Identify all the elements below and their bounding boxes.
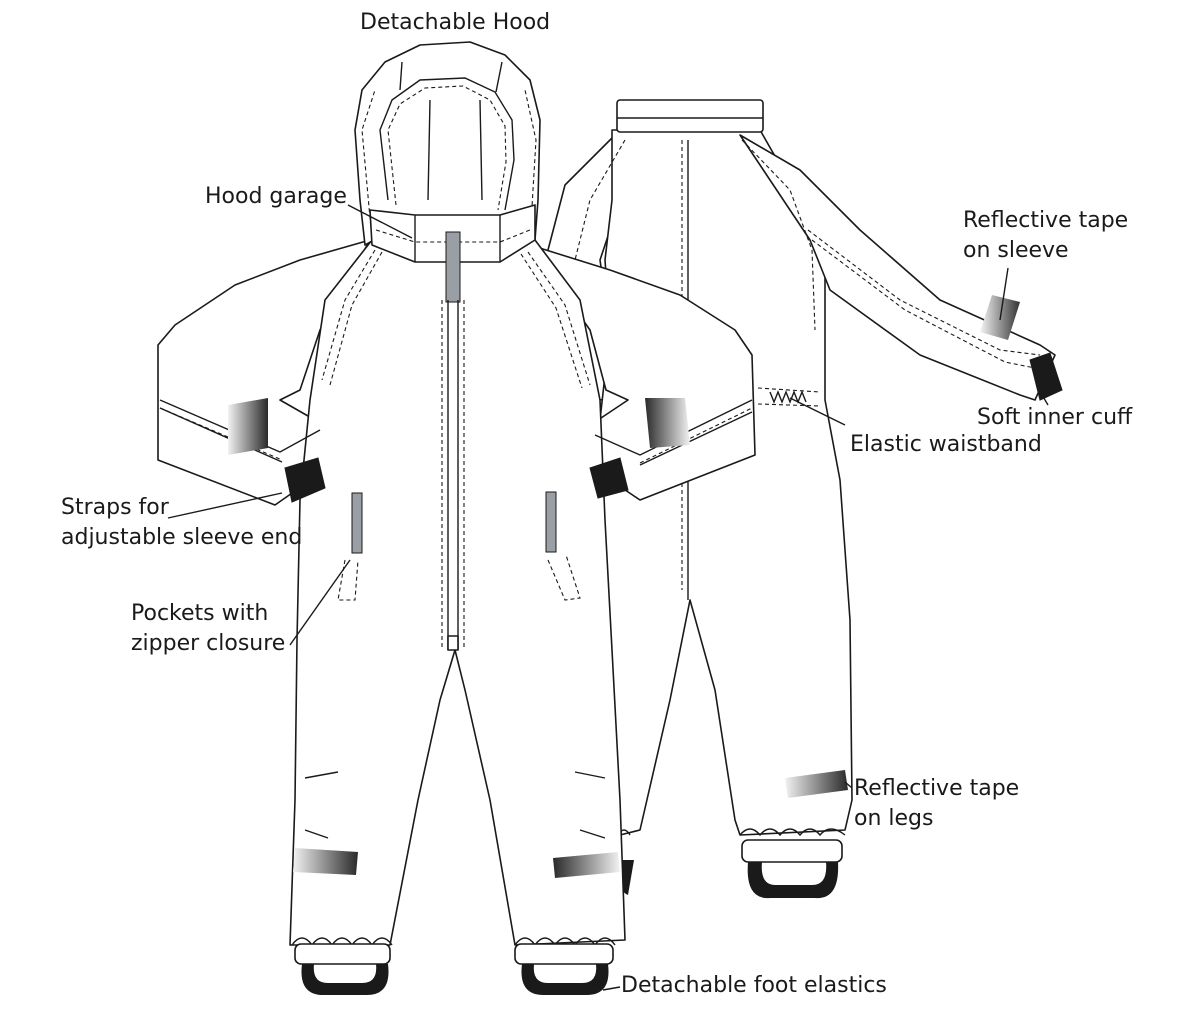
label-hood-garage: Hood garage: [205, 184, 347, 209]
leader-elastic-waistband: [789, 397, 846, 426]
leader-soft-inner-cuff: [1041, 394, 1049, 406]
front-right-leg-reflective: [553, 852, 620, 878]
left-foot-elastic: [301, 964, 389, 996]
left-sleeve-strap: [284, 457, 326, 503]
right-foot-elastic: [521, 964, 609, 996]
label-detachable-hood: Detachable Hood: [360, 10, 551, 35]
back-view: [547, 99, 1063, 899]
soft-inner-cuff: [1029, 352, 1063, 401]
front-left-leg-reflective: [293, 848, 358, 875]
leader-straps: [167, 492, 283, 519]
back-foot-elastic: [747, 862, 839, 899]
leader-hood-garage: [347, 204, 413, 239]
front-left-sleeve-reflective: [228, 398, 268, 455]
left-pocket-zipper: [351, 492, 363, 554]
front-zipper-pull: [445, 231, 461, 303]
front-right-sleeve-reflective: [645, 398, 690, 448]
label-reflective-tape-sleeve: Reflective tape on sleeve: [963, 208, 1129, 263]
label-elastic-waistband: Elastic waistband: [850, 432, 1042, 457]
label-straps-sleeve-end: Straps for adjustable sleeve end: [61, 495, 303, 550]
leader-reflective-legs: [844, 781, 853, 789]
label-pockets-zipper: Pockets with zipper closure: [131, 601, 286, 656]
front-view: [157, 41, 756, 996]
right-pocket-zipper: [545, 491, 557, 553]
label-soft-inner-cuff: Soft inner cuff: [977, 405, 1133, 430]
leader-pockets: [289, 559, 351, 646]
right-sleeve-strap: [589, 457, 629, 499]
leader-foot-elastics: [602, 986, 621, 991]
label-reflective-tape-legs: Reflective tape on legs: [854, 776, 1020, 831]
back-leg-reflective-tape: [785, 770, 848, 798]
leader-lines: [167, 204, 1049, 991]
front-right-sleeve: [529, 244, 756, 501]
leader-reflective-sleeve: [999, 267, 1009, 321]
label-foot-elastics: Detachable foot elastics: [621, 973, 887, 998]
back-collar: [616, 99, 764, 133]
